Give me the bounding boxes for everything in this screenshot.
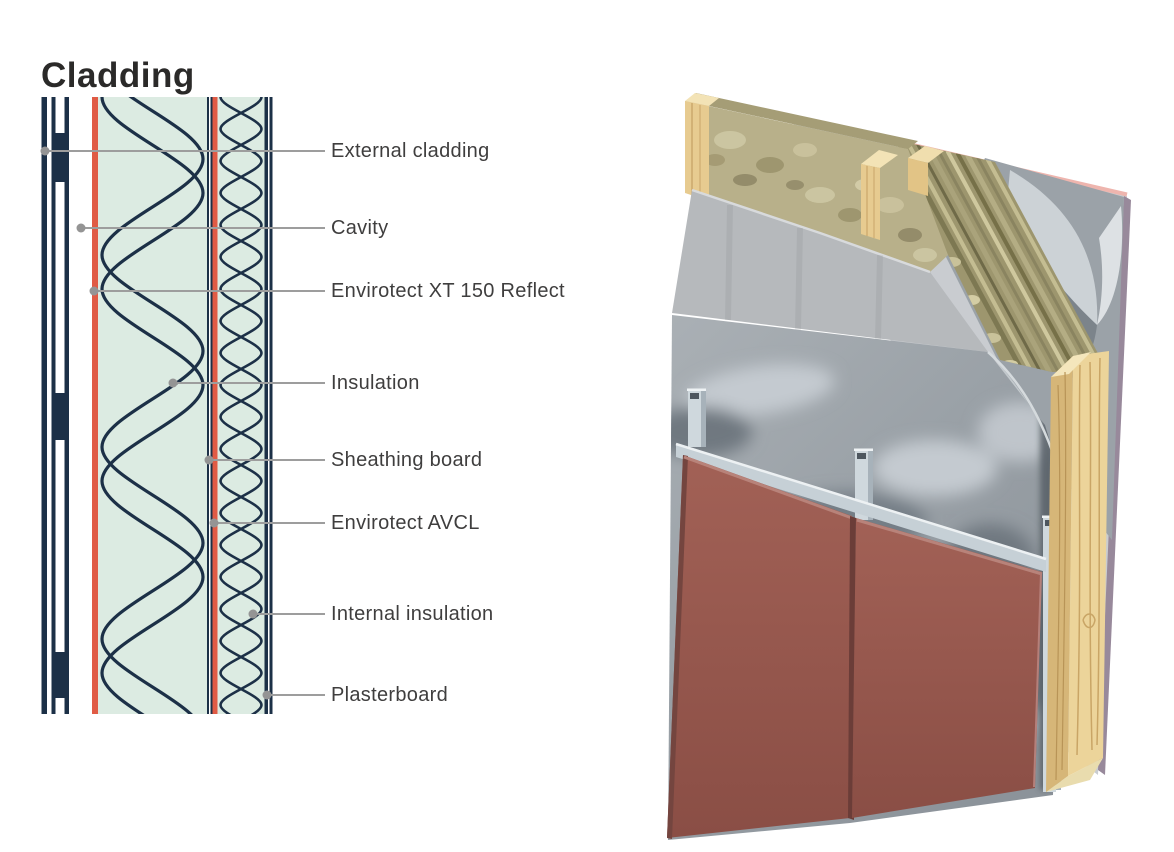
horizontal-rail <box>675 442 1047 572</box>
label-insulation: Insulation <box>331 372 420 394</box>
plasterboard-layer <box>264 97 273 714</box>
timber-stud-corner <box>908 146 944 196</box>
label-internal-insulation: Internal insulation <box>331 603 494 625</box>
label-external-cladding: External cladding <box>331 140 490 162</box>
insulation-layer <box>98 97 207 714</box>
label-cavity: Cavity <box>331 217 389 239</box>
page-title: Cladding <box>41 56 195 96</box>
timber-stud-right <box>1046 351 1109 792</box>
label-sheathing-board: Sheathing board <box>331 449 483 471</box>
internal-insulation-layer <box>217 97 265 714</box>
render-3d <box>667 93 1131 840</box>
panel-right <box>852 518 1043 818</box>
leader-dots <box>40 146 272 700</box>
panel-left <box>667 455 853 839</box>
label-envirotect-xt150: Envirotect XT 150 Reflect <box>331 280 565 302</box>
sheathing-board-3d <box>672 188 988 352</box>
timber-stud-left <box>685 93 719 201</box>
cladding-panels <box>667 455 1043 839</box>
cross-section <box>40 97 325 714</box>
timber-frame-top-band <box>685 93 948 273</box>
rail-left <box>687 388 706 447</box>
envirotect-avcl-layer <box>212 97 218 714</box>
label-plasterboard: Plasterboard <box>331 684 448 706</box>
label-envirotect-avcl: Envirotect AVCL <box>331 512 480 534</box>
sheathing-board-layer <box>207 97 213 714</box>
timber-stud-middle <box>861 150 898 240</box>
external-cladding-layer <box>41 97 69 714</box>
leader-lines <box>45 150 325 696</box>
envirotect-xt150-layer <box>92 97 98 714</box>
